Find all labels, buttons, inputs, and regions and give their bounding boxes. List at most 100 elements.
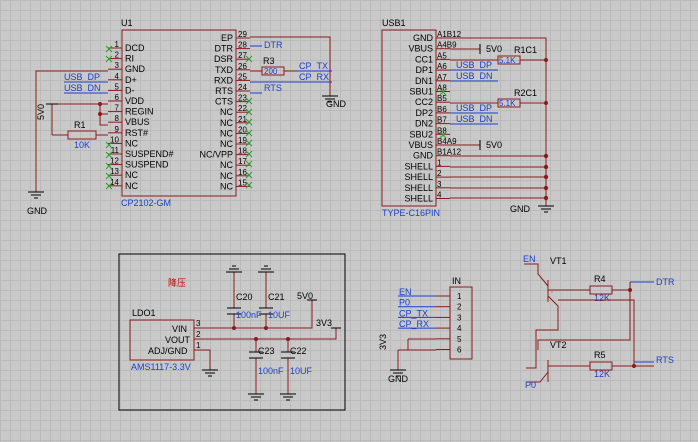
usb1-value: TYPE-C16PIN: [382, 208, 440, 218]
header-body: [449, 286, 473, 360]
u1-pin-name: SUSPEND#: [125, 149, 174, 159]
c20-value: 100nF: [236, 310, 262, 320]
u1-pin-number: 13: [110, 167, 119, 176]
u1-pin-number: 14: [110, 178, 119, 187]
usb1-pin-name: DP2: [415, 108, 433, 118]
usb1-pin-number: A4B9: [437, 41, 457, 50]
ldo-pin3-num: 3: [196, 319, 201, 328]
u1-pin-number: 4: [115, 72, 120, 81]
usb1-wiring: 5V0 R1C1 5.1K USB_DP USB_DN R2C1 5.1K US…: [439, 37, 554, 214]
ldo-note: 降压: [168, 277, 186, 288]
auto-reset-circuit: VT1 VT2 EN R4 12K DTR P0 R5 12K RTS: [523, 254, 675, 390]
ldo-pin1-num: 1: [196, 341, 201, 350]
header-pin-number: 2: [457, 303, 462, 312]
gnd-usb-label: GND: [510, 204, 531, 214]
usb1-pin-number: A1B12: [437, 30, 462, 39]
u1-pin-number: 11: [111, 146, 120, 155]
u1-pin-name: NC/VPP: [199, 150, 233, 160]
c21-value: 10UF: [268, 310, 291, 320]
u1-pin-name: D-: [125, 85, 135, 95]
net-5v0-u1: 5V0: [36, 104, 46, 120]
header-pin-number: 6: [457, 346, 462, 355]
u1-pin-name: VDD: [125, 96, 145, 106]
u1-pin-number: 23: [238, 94, 247, 103]
r3-ref: R3: [263, 56, 275, 66]
ldo-frame: [118, 253, 346, 411]
r2c1-value: 5.1K: [499, 99, 516, 108]
u1-pin-number: 8: [115, 114, 120, 123]
u1-pin-number: 17: [238, 157, 247, 166]
gnd-u1-right: GND: [326, 99, 347, 109]
u1-pin-number: 18: [238, 147, 247, 156]
net-3v3-header: 3V3: [378, 334, 388, 350]
u1-pin-number: 19: [238, 136, 247, 145]
u1-right-pins: 29EP28DTR27DSR26TXD25RXD24RTS23CTS22NC21…: [199, 30, 250, 191]
usb1-pin-number: A8: [437, 84, 447, 93]
header-pin-number: 4: [457, 324, 462, 333]
vt2-ref: VT2: [550, 340, 567, 350]
header-net-label: CP_RX: [399, 319, 429, 329]
gnd-u1-label: GND: [27, 206, 48, 216]
u1-pin-number: 22: [238, 104, 247, 113]
u1-pin-name: NC: [220, 139, 233, 149]
u1-pin-number: 28: [238, 41, 247, 50]
usb1-pin-name: SHELL: [404, 161, 433, 171]
usb1-pin-number: 4: [437, 191, 442, 200]
u1-pin-number: 2: [115, 51, 120, 60]
u1-pin-name: NC: [125, 138, 138, 148]
u1-pin-name: RXD: [214, 75, 234, 85]
usb1-pins: A1B12GNDA4B9VBUSA5CC1A6DP1A7DN1A8SBU1B5C…: [404, 30, 461, 204]
u1-pin-name: RI: [125, 54, 134, 64]
u1-pin-name: SUSPEND: [125, 160, 169, 170]
c22-value: 10UF: [290, 366, 313, 376]
usb1-pin-name: DN1: [415, 76, 433, 86]
header-net-label: EN: [399, 287, 412, 297]
net-usb-dp-u1: USB_DP: [64, 72, 100, 82]
net-usb-dn-u1: USB_DN: [64, 83, 101, 93]
u1-pin-name: EP: [221, 33, 233, 43]
usb1-pin-number: B6: [437, 105, 447, 114]
net-dtr-vt: DTR: [656, 277, 675, 287]
net-rts-u1: RTS: [264, 83, 282, 93]
net-5v0-ldo: 5V0: [297, 291, 313, 301]
r2c1-ref: R2C1: [514, 88, 537, 98]
u1-pin-number: 25: [238, 72, 247, 81]
usb1-pin-number: A5: [437, 51, 447, 60]
u1-pin-number: 7: [115, 104, 120, 113]
u1-pin-name: NC: [125, 170, 138, 180]
u1-value: CP2102-GM: [121, 198, 171, 208]
net-3v3-ldo: 3V3: [316, 318, 332, 328]
usb1-pin-number: B8: [437, 126, 447, 135]
usb1-pin-name: CC1: [415, 54, 433, 64]
c20-ref: C20: [236, 292, 253, 302]
u1-pin-number: 6: [115, 93, 120, 102]
usb1-pin-name: SBU1: [409, 87, 433, 97]
u1-pin-number: 15: [238, 178, 247, 187]
u1-pin-name: NC: [220, 107, 233, 117]
r1c1-ref: R1C1: [514, 45, 537, 55]
r5-value: 12K: [594, 369, 610, 379]
usb1-pin-name: SHELL: [404, 183, 433, 193]
net-cp-tx-u1: CP_TX: [299, 61, 328, 71]
usb1-pin-number: B4A9: [437, 137, 457, 146]
u1-body: [121, 29, 237, 197]
u1-pin-name: NC: [220, 171, 233, 181]
r1-ref: R1: [74, 120, 86, 130]
header-net-label: CP_TX: [399, 308, 428, 318]
usb1-pin-name: VBUS: [408, 140, 433, 150]
u1-pin-number: 26: [238, 62, 247, 71]
usb1-pin-name: SHELL: [404, 172, 433, 182]
usb1-pin-name: GND: [413, 151, 434, 161]
net-usb-dp-usb-b: USB_DP: [456, 103, 492, 113]
u1-pin-number: 20: [238, 125, 247, 134]
u1-pin-number: 16: [238, 168, 247, 177]
r1-body: [67, 130, 97, 140]
u1-right-wiring: DTR R3 200 CP_TX CP_RX RTS GND: [250, 36, 347, 109]
u1-pin-number: 1: [115, 40, 120, 49]
gnd-header-label: GND: [388, 374, 409, 384]
net-dtr-u1: DTR: [264, 40, 283, 50]
u1-pin-name: VBUS: [125, 117, 150, 127]
u1-pin-name: NC: [220, 160, 233, 170]
